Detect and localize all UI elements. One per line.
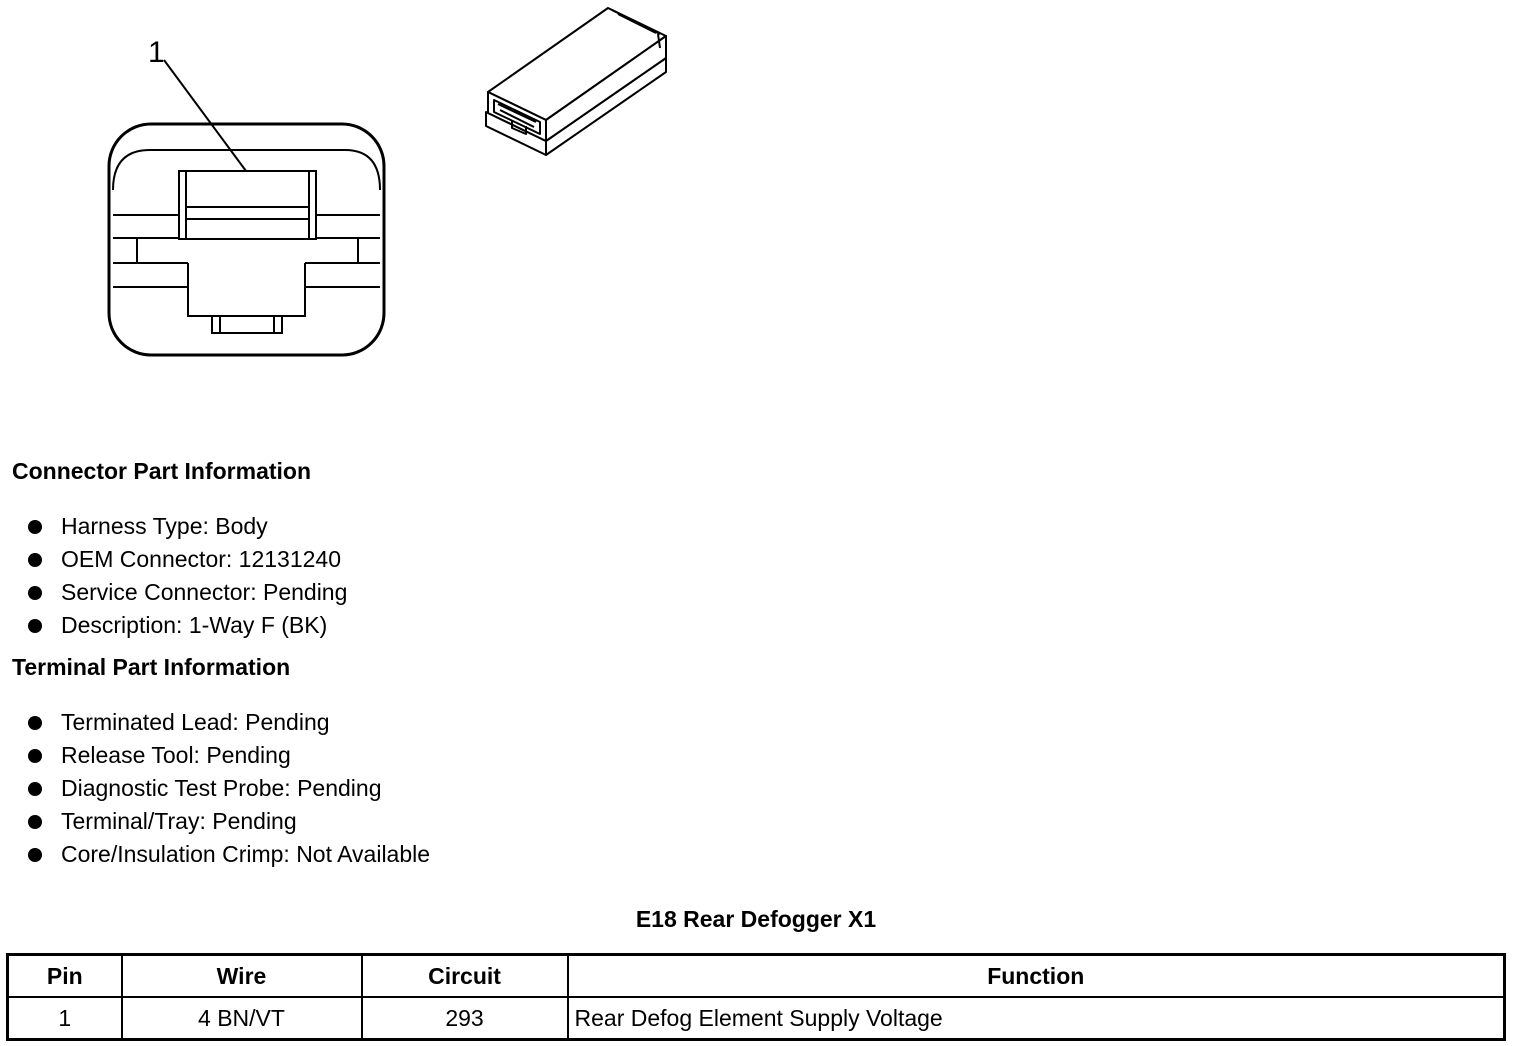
bullet-icon: [28, 618, 42, 633]
terminal-info-list: Terminated Lead: Pending Release Tool: P…: [28, 706, 430, 871]
header-circuit: Circuit: [360, 953, 569, 998]
bullet-icon: [28, 748, 42, 763]
header-pin: Pin: [6, 953, 123, 998]
bullet-icon: [28, 814, 42, 829]
cell-pin: 1: [6, 996, 123, 1041]
table-row: 1 4 BN/VT 293 Rear Defog Element Supply …: [6, 996, 1506, 1041]
cell-circuit: 293: [360, 996, 569, 1041]
bullet-icon: [28, 847, 42, 862]
connector-isometric: [485, 7, 667, 156]
list-item: Service Connector: Pending: [28, 576, 347, 609]
bullet-icon: [28, 552, 42, 567]
list-item: Terminated Lead: Pending: [28, 706, 430, 739]
connector-face-inner: [112, 149, 381, 191]
table-title: E18 Rear Defogger X1: [635, 906, 877, 932]
terminal-section-title: Terminal Part Information: [12, 654, 291, 680]
callout-leader: [163, 59, 247, 172]
connector-info-list: Harness Type: Body OEM Connector: 121312…: [28, 510, 347, 642]
bullet-icon: [28, 781, 42, 796]
list-item: Description: 1-Way F (BK): [28, 609, 347, 642]
list-item: Release Tool: Pending: [28, 739, 430, 772]
terminal-cavity: [178, 170, 317, 240]
cell-function: Rear Defog Element Supply Voltage: [566, 996, 1506, 1041]
pin-table: Pin Wire Circuit Function 1 4 BN/VT 293 …: [6, 953, 1506, 1041]
callout-label: 1: [148, 36, 165, 69]
list-item: Terminal/Tray: Pending: [28, 805, 430, 838]
connector-latch: [211, 315, 283, 334]
bullet-icon: [28, 585, 42, 600]
connector-section-title: Connector Part Information: [12, 458, 312, 484]
table-header-row: Pin Wire Circuit Function: [6, 953, 1506, 998]
list-item: Diagnostic Test Probe: Pending: [28, 772, 430, 805]
bullet-icon: [28, 715, 42, 730]
connector-lower-body: [187, 263, 306, 317]
list-item: Core/Insulation Crimp: Not Available: [28, 838, 430, 871]
connector-face-outline: [107, 122, 386, 357]
cell-wire: 4 BN/VT: [120, 996, 363, 1041]
list-item: Harness Type: Body: [28, 510, 347, 543]
connector-diagram: 1: [107, 7, 667, 357]
list-item: OEM Connector: 12131240: [28, 543, 347, 576]
header-function: Function: [566, 953, 1506, 998]
header-wire: Wire: [120, 953, 363, 998]
bullet-icon: [28, 519, 42, 534]
